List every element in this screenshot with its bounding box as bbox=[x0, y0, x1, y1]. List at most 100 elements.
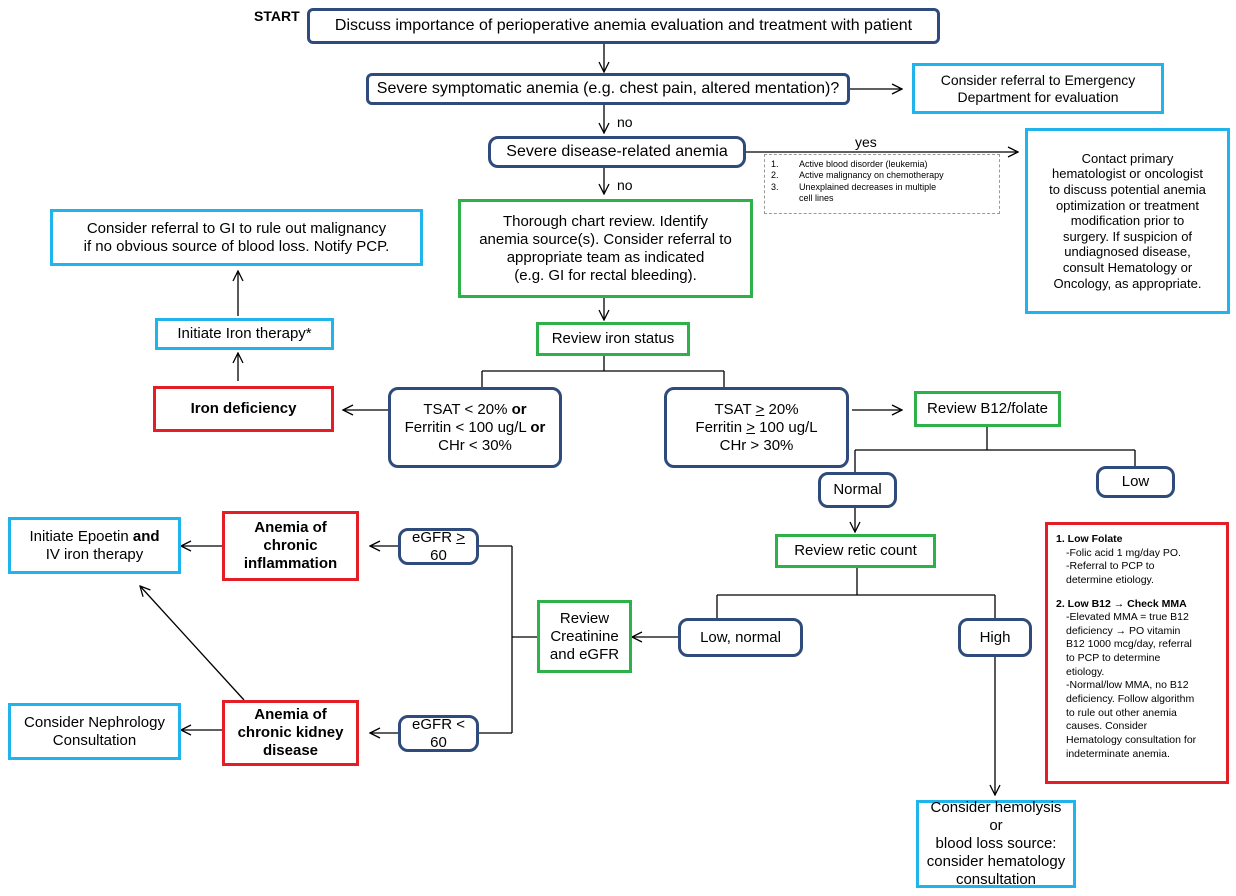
node-contact-hematologist: Contact primary hematologist or oncologi… bbox=[1025, 128, 1230, 314]
line: hematologist or oncologist bbox=[1051, 166, 1204, 182]
note-line: deficiency. Follow algorithm bbox=[1066, 693, 1195, 706]
disease-criteria-list: 1.Active blood disorder (leukemia) 2. Act… bbox=[764, 154, 1000, 214]
line: optimization or treatment bbox=[1055, 197, 1200, 213]
node-hemolysis: Consider hemolysis or blood loss source:… bbox=[916, 799, 1076, 888]
line: and eGFR bbox=[549, 645, 620, 663]
node-review-b12-text: Review B12/folate bbox=[927, 400, 1048, 417]
line: (e.g. GI for rectal bleeding). bbox=[514, 266, 697, 284]
line: Thorough chart review. Identify bbox=[502, 212, 709, 230]
line: consult Hematology or bbox=[1062, 259, 1193, 275]
line: Consider referral to GI to rule out mali… bbox=[86, 219, 387, 237]
node-egfr-low: eGFR < 60 bbox=[398, 715, 479, 752]
egfr-text: 60 bbox=[430, 546, 447, 564]
node-review-iron: Review iron status bbox=[536, 322, 690, 356]
line: inflammation bbox=[243, 555, 338, 572]
node-review-iron-text: Review iron status bbox=[551, 330, 675, 347]
node-nephrology: Consider Nephrology Consultation bbox=[8, 703, 181, 760]
node-normal: Normal bbox=[818, 472, 897, 508]
criteria-text: Ferritin < 100 ug/L bbox=[404, 418, 531, 436]
node-review-retic-text: Review retic count bbox=[794, 542, 917, 559]
note-line: to PCP to determine bbox=[1066, 652, 1161, 665]
line: Department for evaluation bbox=[957, 88, 1119, 105]
line: surgery. If suspicion of bbox=[1062, 228, 1193, 244]
note-line: determine etiology. bbox=[1066, 573, 1154, 586]
node-egfr-high: eGFR > 60 bbox=[398, 528, 479, 565]
criteria-text: Ferritin bbox=[695, 418, 747, 436]
node-review-creatinine: Review Creatinine and eGFR bbox=[537, 600, 632, 673]
line: Consider referral to Emergency bbox=[940, 71, 1136, 88]
node-severe-symptomatic: Severe symptomatic anemia (e.g. chest pa… bbox=[366, 73, 850, 105]
criteria-line: TSAT < 20% or bbox=[423, 401, 526, 419]
gte-symbol: > bbox=[755, 400, 765, 418]
node-low-normal: Low, normal bbox=[678, 618, 803, 657]
node-chart-review: Thorough chart review. Identify anemia s… bbox=[458, 199, 753, 298]
node-epoetin: Initiate Epoetin and IV iron therapy bbox=[8, 517, 181, 574]
criteria-line: Ferritin < 100 ug/L or bbox=[405, 419, 546, 437]
note-line: -Elevated MMA = true B12 bbox=[1066, 611, 1189, 624]
node-egfr-low-text: eGFR < 60 bbox=[412, 715, 465, 751]
criteria-line: TSAT > 20% bbox=[714, 401, 798, 419]
line: anemia source(s). Consider referral to bbox=[479, 230, 732, 248]
line: consultation bbox=[955, 871, 1037, 888]
node-iron-deficiency: Iron deficiency bbox=[153, 386, 334, 432]
line: Review bbox=[559, 609, 610, 627]
node-high: High bbox=[958, 618, 1032, 657]
note-line: causes. Consider bbox=[1066, 720, 1148, 733]
line: Consultation bbox=[52, 731, 137, 749]
line: chronic bbox=[263, 537, 318, 554]
note-heading: 1. Low Folate bbox=[1056, 533, 1123, 545]
criteria-line: CHr > 30% bbox=[719, 436, 794, 454]
list-number: 2. bbox=[771, 170, 779, 181]
node-gi-referral: Consider referral to GI to rule out mali… bbox=[50, 209, 423, 266]
line: Consider Nephrology bbox=[24, 713, 165, 731]
criteria-text: TSAT < 20% bbox=[423, 400, 512, 418]
line: blood loss source: bbox=[935, 835, 1057, 852]
edge-label-yes: yes bbox=[855, 134, 877, 150]
node-normal-iron-criteria: TSAT > 20% Ferritin > 100 ug/L CHr > 30% bbox=[664, 387, 849, 468]
note-line: to rule out other anemia bbox=[1066, 706, 1177, 719]
criteria-or: or bbox=[511, 400, 527, 418]
line: Consider hemolysis or bbox=[930, 799, 1062, 834]
criteria-text: 20% bbox=[764, 400, 799, 418]
gte-symbol: > bbox=[456, 528, 465, 546]
node-initiate-iron-text: Initiate Iron therapy* bbox=[177, 325, 312, 342]
epoetin-text: Initiate Epoetin bbox=[29, 527, 133, 545]
node-review-retic: Review retic count bbox=[775, 534, 936, 568]
criteria-line: CHr < 30% bbox=[438, 436, 512, 454]
node-review-b12: Review B12/folate bbox=[914, 391, 1061, 427]
note-line: Hematology consultation for bbox=[1066, 733, 1197, 746]
egfr-text: eGFR bbox=[412, 528, 457, 546]
epoetin-and: and bbox=[132, 527, 160, 545]
line: Oncology, as appropriate. bbox=[1053, 275, 1202, 291]
node-high-text: High bbox=[979, 628, 1011, 646]
list-item: 1.Active blood disorder (leukemia) bbox=[771, 159, 928, 170]
note-line: deficiency → PO vitamin bbox=[1066, 624, 1181, 637]
line: modification prior to bbox=[1070, 213, 1185, 229]
criteria-or: or bbox=[530, 418, 546, 436]
note-line: indeterminate anemia. bbox=[1066, 747, 1170, 760]
list-text: Active malignancy on chemotherapy bbox=[799, 170, 944, 181]
line: if no obvious source of blood loss. Noti… bbox=[83, 237, 390, 255]
line: Anemia of bbox=[254, 706, 327, 723]
node-emergency-referral: Consider referral to Emergency Departmen… bbox=[912, 63, 1164, 114]
node-low: Low bbox=[1096, 466, 1175, 498]
list-number: 3. bbox=[771, 181, 779, 192]
node-severe-disease: Severe disease-related anemia bbox=[488, 136, 746, 168]
note-line: B12 1000 mcg/day, referral bbox=[1066, 638, 1192, 651]
line: Contact primary bbox=[1081, 150, 1174, 166]
start-label: START bbox=[254, 8, 300, 24]
list-item: 2. Active malignancy on chemotherapy bbox=[771, 170, 944, 181]
line: to discuss potential anemia bbox=[1049, 182, 1206, 198]
line: appropriate team as indicated bbox=[506, 248, 705, 266]
note-heading: 2. Low B12 → Check MMA bbox=[1056, 597, 1187, 610]
criteria-line: Ferritin > 100 ug/L bbox=[695, 419, 817, 437]
node-severe-symptomatic-text: Severe symptomatic anemia (e.g. chest pa… bbox=[376, 80, 840, 98]
note-line: -Normal/low MMA, no B12 bbox=[1066, 679, 1189, 692]
node-low-folate-b12: 1. Low Folate -Folic acid 1 mg/day PO. -… bbox=[1045, 522, 1229, 784]
node-discuss-text: Discuss importance of perioperative anem… bbox=[334, 17, 913, 35]
line: consider hematology bbox=[926, 853, 1066, 870]
epoetin-line: IV iron therapy bbox=[45, 545, 144, 563]
line: undiagnosed disease, bbox=[1064, 244, 1191, 260]
gte-symbol: > bbox=[746, 418, 756, 436]
